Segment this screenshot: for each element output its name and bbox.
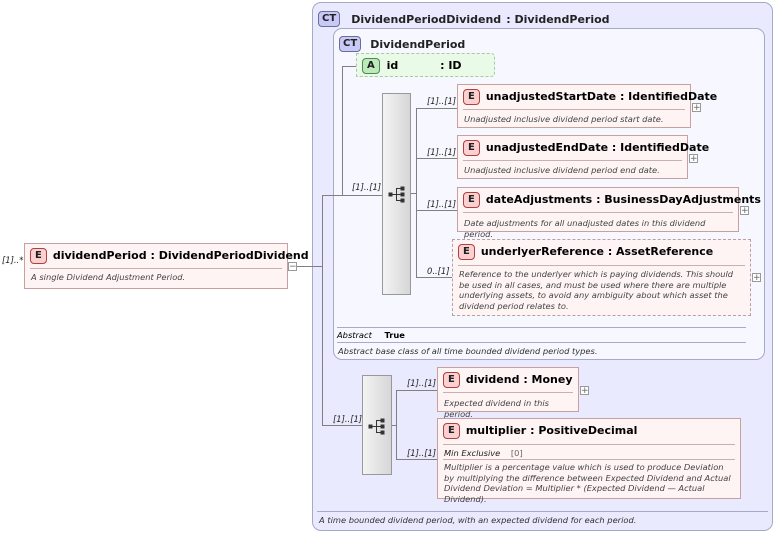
element-badge: E	[30, 248, 47, 264]
element-name: dividendPeriod	[52, 249, 147, 262]
element-type: : DividendPeriodDividend	[150, 249, 309, 262]
facet-label: Min Exclusive	[444, 448, 501, 458]
complex-type-base: : DividendPeriod	[506, 13, 610, 26]
element-type: : Money	[523, 373, 573, 386]
attribute-badge: A	[362, 58, 380, 74]
sequence-icon	[388, 186, 405, 203]
element-name: unadjustedStartDate	[485, 90, 617, 103]
element-description: A single Dividend Adjustment Period.	[31, 272, 186, 282]
complex-type-description: A time bounded dividend period, with an …	[319, 515, 637, 525]
facet-value: [0]	[510, 448, 523, 458]
element-description: Expected dividend in this period.	[444, 398, 550, 419]
element-badge: E	[463, 140, 480, 156]
attribute-id[interactable]: A id : ID	[356, 53, 495, 77]
divider	[317, 511, 768, 512]
base-type-description: Abstract base class of all time bounded …	[338, 346, 598, 356]
attribute-header: A id : ID	[362, 58, 462, 74]
expand-icon[interactable]: +	[689, 154, 698, 164]
divider	[443, 459, 735, 460]
complex-type-badge: CT	[318, 10, 341, 27]
root-cardinality: [1]..*	[2, 255, 24, 265]
element-description: Reference to the underlyer which is payi…	[459, 269, 734, 311]
abstract-label: Abstract	[337, 330, 372, 340]
expand-icon[interactable]: +	[752, 273, 761, 283]
element-badge: E	[458, 244, 475, 260]
divider	[337, 327, 746, 328]
base-type-name: DividendPeriod	[370, 38, 466, 51]
facet-min-exclusive: Min Exclusive [0]	[444, 448, 523, 458]
sequence-cardinality: [1]..[1]	[333, 414, 363, 424]
element-badge: E	[443, 372, 460, 388]
complex-type-name: DividendPeriodDividend	[351, 13, 502, 26]
element-type: : IdentifiedDate	[611, 141, 710, 154]
element-name: dividend	[465, 373, 520, 386]
element-description: Unadjusted inclusive dividend period end…	[464, 165, 660, 175]
element-cardinality: [1]..[1]	[427, 147, 457, 157]
base-type-header: CT DividendPeriod	[339, 33, 465, 52]
sequence-icon	[368, 418, 385, 435]
expand-icon[interactable]: +	[692, 103, 701, 113]
abstract-value: True	[384, 330, 405, 340]
complex-type-header: CT DividendPeriodDividend : DividendPeri…	[318, 8, 610, 27]
sequence-compositor[interactable]	[362, 375, 392, 475]
divider	[30, 268, 282, 269]
element-description: Unadjusted inclusive dividend period sta…	[464, 114, 664, 124]
element-cardinality: [1]..[1]	[407, 448, 437, 458]
sequence-cardinality: [1]..[1]	[352, 182, 382, 192]
divider	[463, 160, 682, 161]
expand-icon[interactable]: +	[580, 386, 589, 396]
divider	[443, 392, 573, 393]
sequence-compositor[interactable]	[382, 93, 411, 295]
divider	[458, 265, 745, 266]
expand-icon[interactable]: +	[740, 206, 749, 216]
element-name: multiplier	[465, 424, 527, 437]
attribute-name: id	[386, 59, 399, 72]
element-description: Date adjustments for all unadjusted date…	[464, 218, 706, 239]
attribute-type: : ID	[440, 59, 462, 72]
element-name: underlyerReference	[480, 245, 604, 258]
complex-type-badge: CT	[339, 35, 362, 52]
divider	[337, 342, 746, 343]
element-cardinality: [1]..[1]	[427, 96, 457, 106]
divider	[443, 444, 735, 445]
collapse-icon[interactable]: −	[288, 262, 297, 272]
element-type: : BusinessDayAdjustments	[596, 193, 761, 206]
element-type: : PositiveDecimal	[530, 424, 638, 437]
element-name: dateAdjustments	[485, 193, 593, 206]
abstract-facet: Abstract True	[337, 330, 405, 340]
element-cardinality: [1]..[1]	[427, 199, 457, 209]
element-name: unadjustedEndDate	[485, 141, 609, 154]
divider	[463, 109, 685, 110]
element-type: : AssetReference	[607, 245, 714, 258]
element-cardinality: [1]..[1]	[407, 378, 437, 388]
element-type: : IdentifiedDate	[619, 90, 718, 103]
element-cardinality: 0..[1]	[427, 266, 450, 276]
element-badge: E	[463, 89, 480, 105]
element-badge: E	[443, 423, 460, 439]
element-description: Multiplier is a percentage value which i…	[444, 462, 731, 504]
element-badge: E	[463, 192, 480, 208]
divider	[463, 212, 733, 213]
